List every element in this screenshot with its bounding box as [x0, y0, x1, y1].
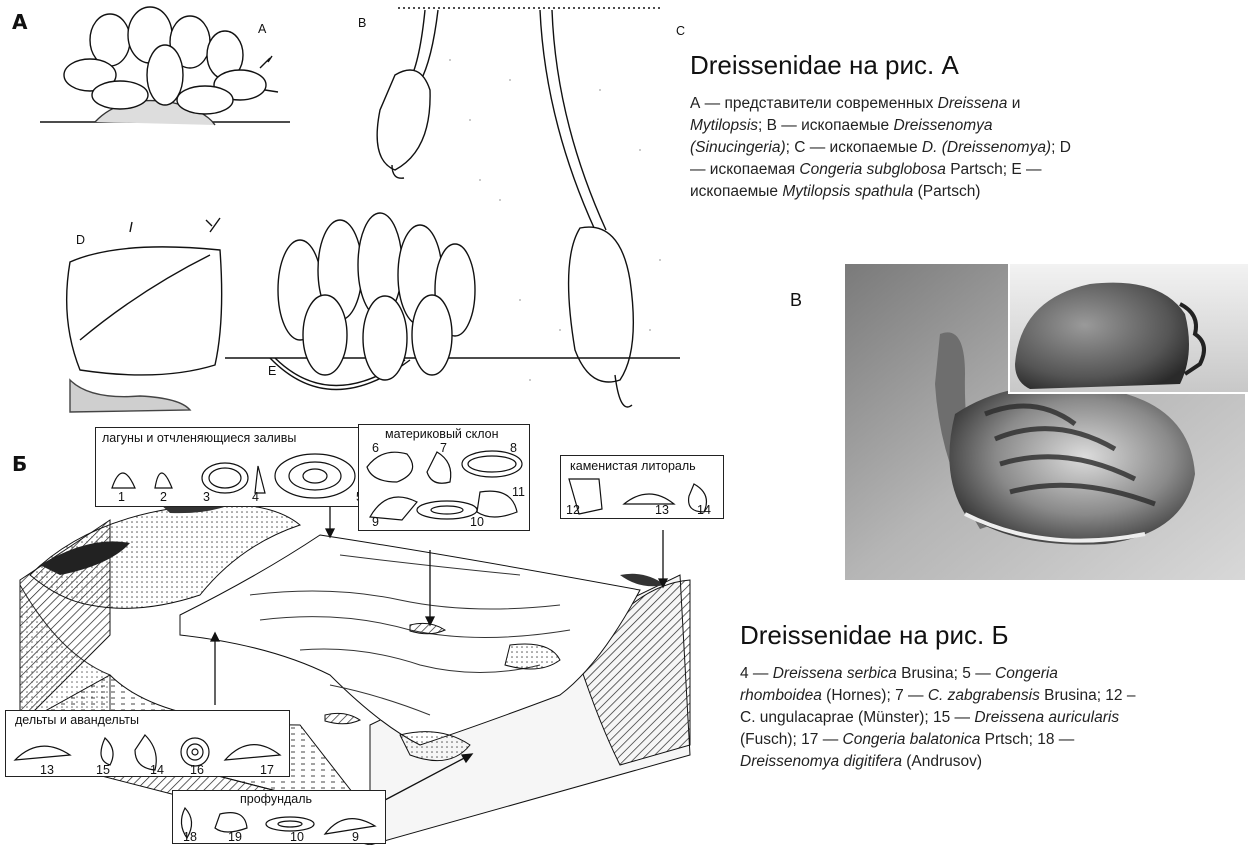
caption-part: Mytilopsis spathula	[782, 183, 913, 200]
shell-number: 11	[512, 485, 525, 499]
caption-part: 4 —	[740, 665, 773, 682]
caption-part: Dreissena	[938, 95, 1008, 112]
caption-part: Prtsch; 18 —	[980, 731, 1074, 748]
shell-number: 10	[470, 515, 484, 529]
shell-number: 13	[655, 503, 669, 517]
panel-label-a: A	[258, 22, 266, 36]
caption-part: Brusina; 5 —	[897, 665, 995, 682]
caption-part: (Partsch)	[913, 183, 980, 200]
caption-part: D. (Dreissenomya)	[922, 139, 1051, 156]
shell-number: 9	[352, 830, 359, 844]
habitat-label-profundal: профундаль	[240, 792, 312, 806]
shell-number: 3	[203, 490, 210, 504]
shell-number: 16	[190, 763, 204, 777]
shell-number: 2	[160, 490, 167, 504]
section-a-heading: Dreissenidae на рис. А	[690, 50, 959, 81]
shell-number: 17	[260, 763, 274, 777]
caption-part: C. zabgrabensis	[928, 687, 1040, 704]
littoral-shells	[564, 474, 719, 516]
shell-number: 13	[40, 763, 54, 777]
shell-number: 9	[372, 515, 379, 529]
habitat-label-lagoons: лагуны и отчленяющиеся заливы	[102, 431, 296, 445]
caption-part: Dreissena serbica	[773, 665, 897, 682]
shell-number: 4	[252, 490, 259, 504]
shell-number: 12	[566, 503, 580, 517]
habitat-label-deltas: дельты и авандельты	[15, 713, 139, 727]
lagoon-shells	[100, 448, 365, 503]
shell-number: 18	[183, 830, 197, 844]
shell-number: 8	[510, 441, 517, 455]
panel-label-d: D	[76, 233, 85, 247]
caption-part: ; С — ископаемые	[786, 139, 922, 156]
caption-part: Dreissena auricularis	[974, 709, 1119, 726]
mussel-photo-inset	[1008, 264, 1248, 394]
shell-number: 14	[150, 763, 164, 777]
caption-part: (Fusch); 17 —	[740, 731, 843, 748]
habitat-label-littoral: каменистая литораль	[570, 459, 696, 473]
caption-part: ; В — ископаемые	[758, 117, 893, 134]
habitat-label-slope: материковый склон	[385, 427, 499, 441]
caption-part: (Andrusov)	[902, 753, 982, 770]
shell-number: 7	[440, 441, 447, 455]
section-b-heading: Dreissenidae на рис. Б	[740, 620, 1009, 651]
section-b-caption: 4 — Dreissena serbica Brusina; 5 — Conge…	[740, 663, 1140, 773]
shell-number: 19	[228, 830, 242, 844]
shell-number: 15	[96, 763, 110, 777]
panel-label-c: C	[676, 24, 685, 38]
caption-part: Mytilopsis	[690, 117, 758, 134]
panel-label-b: B	[358, 16, 366, 30]
profundal-shells	[175, 806, 380, 840]
caption-part: А — представители современных	[690, 95, 938, 112]
figure-a-drawings	[0, 0, 680, 420]
section-a-caption: А — представители современных Dreissena …	[690, 93, 1090, 203]
shell-number: 6	[372, 441, 379, 455]
caption-part: и	[1007, 95, 1020, 112]
shell-number: 10	[290, 830, 304, 844]
panel-label-e: E	[268, 364, 276, 378]
shell-number: 14	[697, 503, 711, 517]
caption-part: Congeria subglobosa	[799, 161, 946, 178]
caption-part: (Hornes); 7 —	[822, 687, 928, 704]
shell-number: 1	[118, 490, 125, 504]
caption-part: Dreissenomya digitifera	[740, 753, 902, 770]
photo-label: В	[790, 290, 802, 311]
caption-part: Congeria balatonica	[843, 731, 981, 748]
